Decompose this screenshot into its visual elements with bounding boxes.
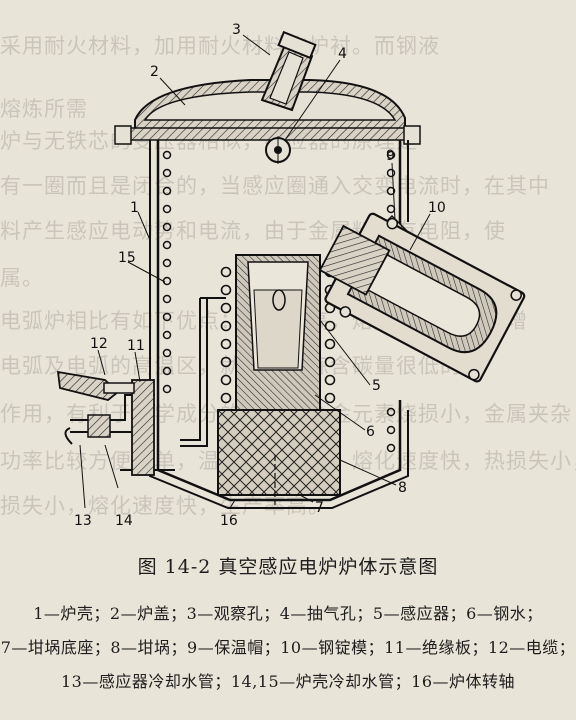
callout-16: 16: [220, 513, 238, 529]
leader-lines: [79, 34, 431, 509]
legend-line-1: 1—炉壳；2—炉盖；3—观察孔；4—抽气孔；5—感应器；6—钢水；: [33, 604, 543, 623]
furnace-diagram: 1 2 3 4 5 6 7 8 9 10 11 12 13 14 15 16: [56, 22, 526, 529]
ingot-mould: [318, 212, 526, 383]
viewing-port: [260, 30, 317, 112]
callout-14: 14: [115, 513, 133, 529]
callout-8: 8: [398, 480, 407, 496]
callout-7: 7: [315, 500, 324, 516]
callout-13: 13: [74, 513, 92, 529]
bleed-through-text: 采用耐火材料，加用耐火材料作炉衬。而钢液: [0, 34, 440, 58]
cable: [56, 370, 135, 401]
callout-15: 15: [118, 250, 136, 266]
callout-6: 6: [366, 424, 375, 440]
bleed-through-text: 熔炼所需: [0, 97, 88, 121]
bleed-through-text: 损失小，熔化速度快，生产率高。: [0, 494, 330, 518]
legend-line-3: 13—感应器冷却水管；14,15—炉壳冷却水管；16—炉体转轴: [60, 672, 516, 691]
callout-12: 12: [90, 336, 108, 352]
callout-11: 11: [127, 338, 145, 354]
callout-2: 2: [150, 64, 159, 80]
crucible-base: [217, 409, 341, 496]
insulation-plate: [131, 379, 155, 476]
figure-caption: 图 14-2 真空感应电炉炉体示意图: [137, 556, 439, 578]
callout-labels: 1 2 3 4 5 6 7 8 9 10 11 12 13 14 15 16: [74, 22, 446, 529]
callout-3: 3: [232, 22, 241, 38]
bleed-through-text: 电弧及电弧的高温区，就可以冶炼含碳量很低的: [0, 354, 462, 378]
callout-4: 4: [338, 46, 347, 62]
callout-10: 10: [428, 200, 446, 216]
molten-steel: [253, 289, 303, 369]
suction-hole: [265, 136, 291, 164]
legend-line-2: 7—坩埚底座；8—坩埚；9—保温帽；10—钢锭模；11—绝缘板；12—电缆；: [0, 638, 576, 657]
callout-1: 1: [130, 200, 139, 216]
callout-5: 5: [372, 378, 381, 394]
bleed-through-text: 有一圈而且是闭合的，当感应圈通入交变电流时，在其中: [0, 174, 550, 198]
shell-cooling-coil: [162, 150, 396, 453]
bleed-through-text: 属。: [0, 266, 44, 290]
callout-9: 9: [386, 148, 395, 164]
